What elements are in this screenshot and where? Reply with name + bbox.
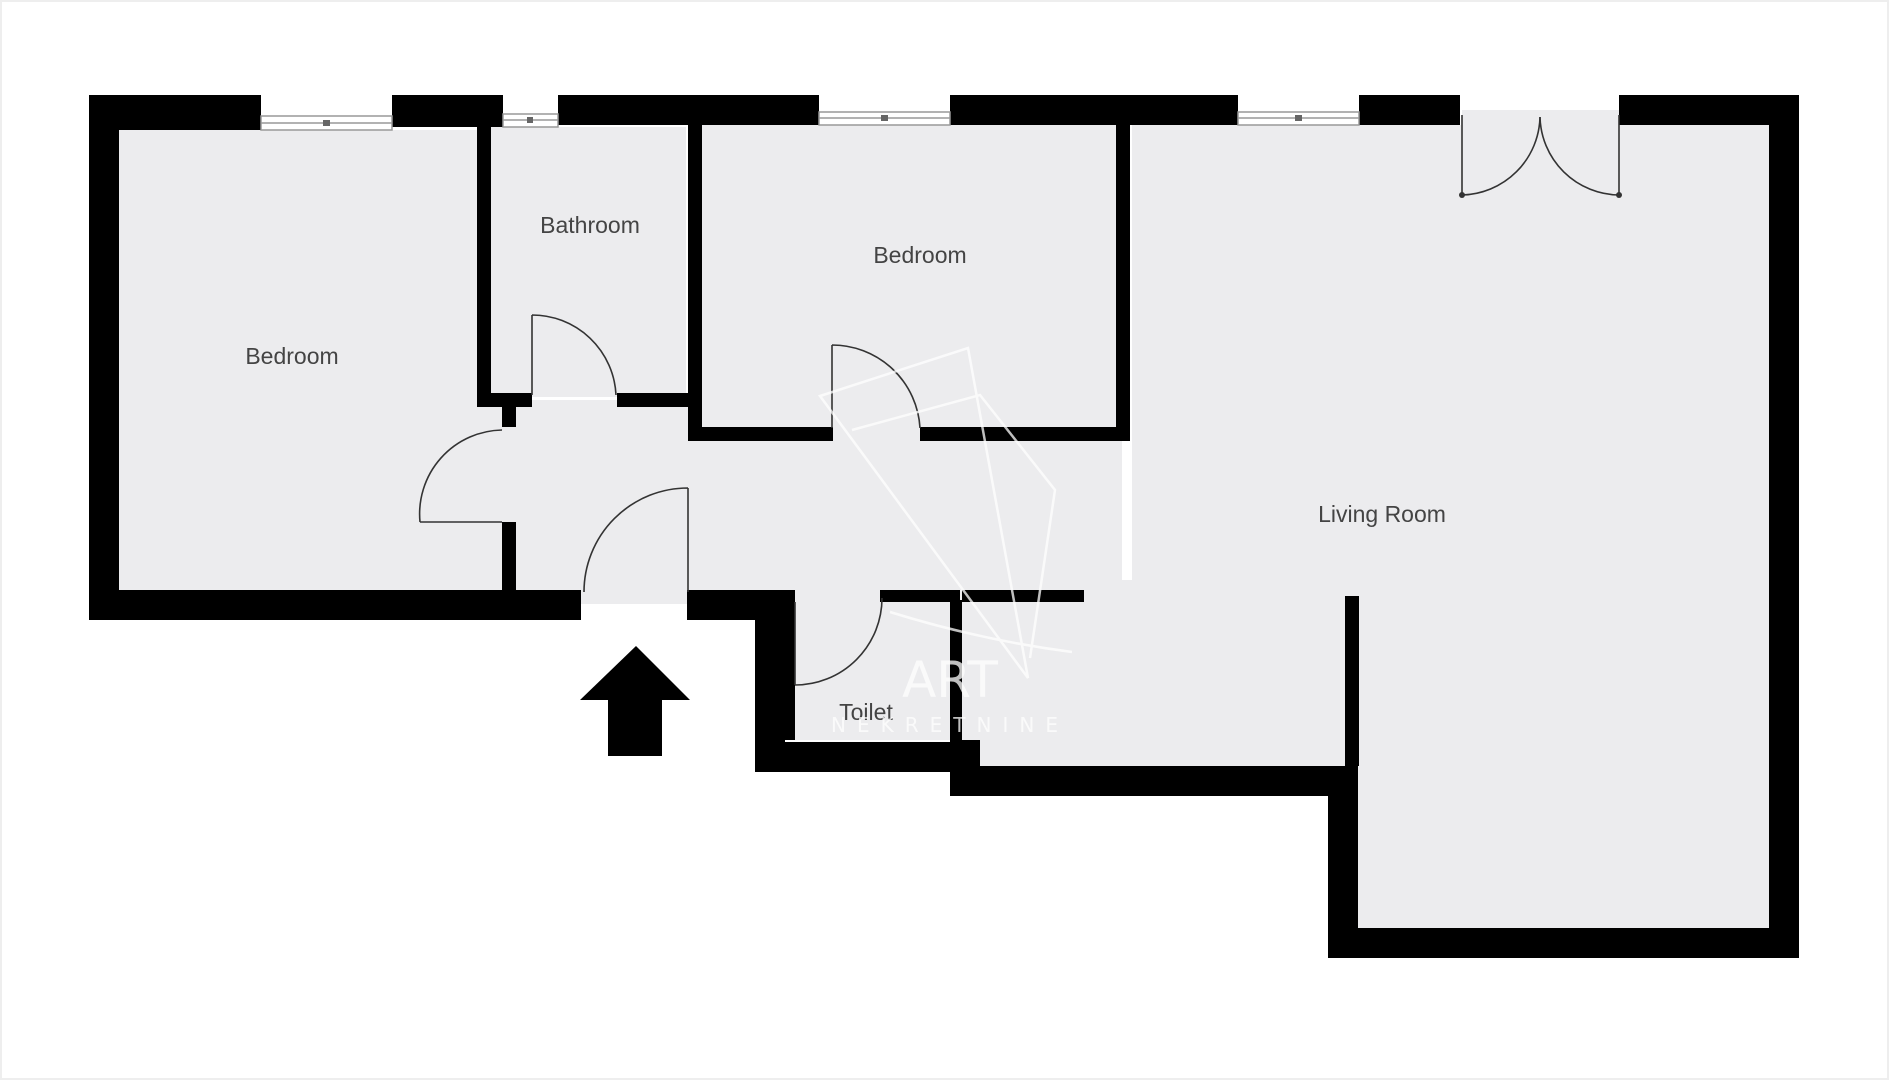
wall-segment <box>950 95 1238 125</box>
room-label-bedroom-center: Bedroom <box>873 242 966 268</box>
wall-bedroom-center-south-left <box>688 427 833 441</box>
balcony-door-left[interactable] <box>1461 115 1541 196</box>
watermark-brand: ART <box>902 651 998 709</box>
wall-bottom-nook <box>950 766 1358 796</box>
watermark-logo-shape <box>851 393 1057 659</box>
walls <box>89 95 1799 958</box>
wall-segment <box>1359 95 1460 125</box>
wall-bedroom-east-lower <box>502 522 516 592</box>
windows <box>260 111 1360 131</box>
wall-left <box>89 95 119 620</box>
wall-lower-bottom <box>1328 928 1799 958</box>
entrance-threshold <box>580 592 688 604</box>
living-room-floor <box>1132 125 1772 600</box>
window <box>1237 111 1360 126</box>
wall-segment <box>392 95 503 127</box>
wall-bedroom-east-stub <box>502 405 516 427</box>
wall-lower-left <box>1328 766 1358 958</box>
toilet-door[interactable] <box>794 597 883 686</box>
wall-bedroom-center-south-right <box>920 427 1130 441</box>
door-hinge <box>1616 192 1622 198</box>
wall-partition <box>962 590 1084 602</box>
toilet-floor <box>785 600 950 740</box>
watermark-logo-shape <box>889 610 1073 654</box>
bedroom-left-floor <box>118 130 502 590</box>
living-room-nook-floor <box>960 580 1350 766</box>
window <box>260 115 393 131</box>
wall-bathroom-south-right <box>617 393 700 407</box>
bedroom-left-door[interactable] <box>418 429 503 523</box>
window <box>818 111 951 126</box>
wall-toilet-inner <box>785 590 795 740</box>
watermark-subtitle: NEKRETNINE <box>831 713 1069 737</box>
wall-toilet-right <box>950 600 962 742</box>
bathroom-door[interactable] <box>531 314 617 396</box>
wall-bottom-left <box>89 590 581 620</box>
room-label-living-room: Living Room <box>1318 501 1446 527</box>
wall-pillar <box>1345 596 1359 766</box>
room-label-bedroom-left: Bedroom <box>245 343 338 369</box>
wall-toilet-bottom <box>755 742 980 772</box>
wall-bathroom-east <box>688 125 702 440</box>
wall-toilet-left <box>755 590 785 772</box>
entrance-door[interactable] <box>583 487 689 593</box>
door-hinge <box>1459 192 1465 198</box>
living-room-lower-floor <box>1358 580 1772 928</box>
room-label-bathroom: Bathroom <box>540 212 640 238</box>
watermark: ART NEKRETNINE <box>817 346 1073 737</box>
bathroom-floor <box>490 127 686 397</box>
wall-bedroom-east-upper <box>477 127 491 402</box>
wall-bedroom-center-east <box>1116 125 1130 441</box>
wall-segment <box>558 95 819 125</box>
arrow-up-icon <box>580 646 690 756</box>
wall-right <box>1769 95 1799 958</box>
room-label-toilet: Toilet <box>839 699 893 725</box>
balcony-door-right[interactable] <box>1539 115 1620 196</box>
window <box>502 113 559 128</box>
wall-toilet-top <box>880 590 960 602</box>
wall-bathroom-south-left <box>477 393 532 407</box>
bedroom-center-floor <box>700 125 1124 431</box>
watermark-logo-shape <box>817 346 1030 679</box>
